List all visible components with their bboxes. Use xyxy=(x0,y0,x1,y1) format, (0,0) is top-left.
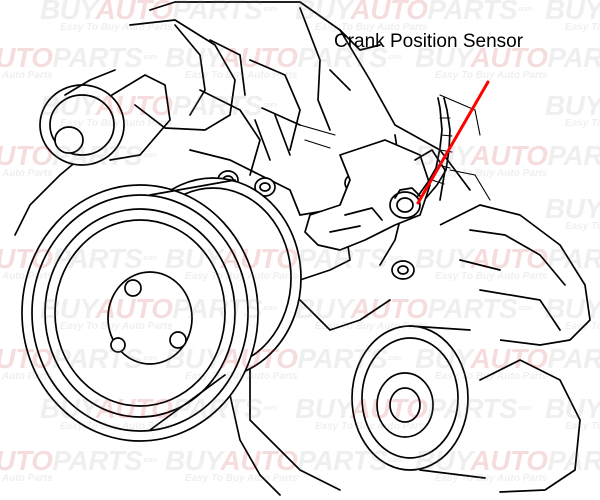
callout-label: Crank Position Sensor xyxy=(334,31,524,52)
sensor-bracket xyxy=(304,139,446,251)
callout-arrow xyxy=(416,80,490,205)
crankshaft-pulley xyxy=(21,177,302,442)
crank-position-sensor xyxy=(389,97,453,219)
upper-pump-housing xyxy=(39,19,246,166)
lower-right-pulley xyxy=(351,204,591,493)
